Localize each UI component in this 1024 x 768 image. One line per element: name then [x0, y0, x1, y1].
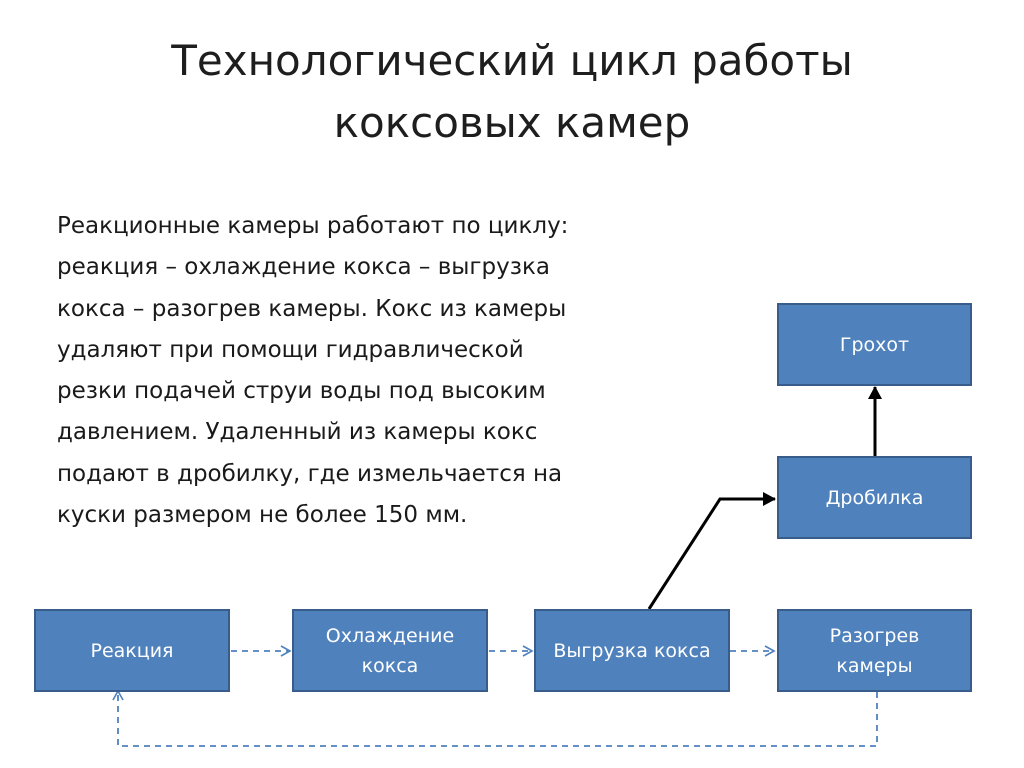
reaction-label: Реакция: [90, 639, 174, 662]
description-line: Реакционные камеры работают по циклу:: [57, 213, 569, 239]
description-line: подают в дробилку, где измельчается на: [57, 460, 563, 487]
screen-label: Грохот: [839, 333, 910, 356]
description-line: кокса – разогрев камеры. Кокс из камеры: [57, 295, 567, 322]
arrow-unloading-to-crusher: [647, 492, 776, 610]
crusher-box: Дробилка: [777, 456, 972, 539]
cooling-label-line-2: кокса: [361, 654, 419, 677]
cooling-box: Охлаждение кокса: [292, 609, 488, 692]
unloading-label: Выгрузка кокса: [553, 639, 711, 662]
description-line: куски размером не более 150 мм.: [57, 502, 468, 529]
crusher-label: Дробилка: [825, 486, 924, 509]
description-line: резки подачей струи воды под высоким: [57, 378, 546, 405]
heating-box: Разогрев камеры: [777, 609, 972, 692]
description-line: давлением. Удаленный из камеры кокс: [57, 419, 538, 446]
screen-box: Грохот: [777, 303, 972, 386]
title-line-2: коксовых камер: [333, 98, 691, 147]
heating-label-line-2: камеры: [836, 654, 913, 677]
cooling-label-line-1: Охлаждение: [325, 624, 455, 647]
slide-title: Технологический цикл работы коксовых кам…: [100, 30, 924, 154]
description-line: удаляют при помощи гидравлической: [57, 336, 524, 363]
description-line: реакция – охлаждение кокса – выгрузка: [57, 254, 550, 281]
unloading-box: Выгрузка кокса: [534, 609, 730, 692]
title-line-1: Технологический цикл работы: [171, 36, 853, 85]
arrow-heating-to-reaction: [112, 689, 878, 747]
reaction-box: Реакция: [34, 609, 230, 692]
description-text: Реакционные камеры работают по циклу: ре…: [57, 206, 677, 536]
heating-label-line-1: Разогрев: [829, 624, 920, 647]
